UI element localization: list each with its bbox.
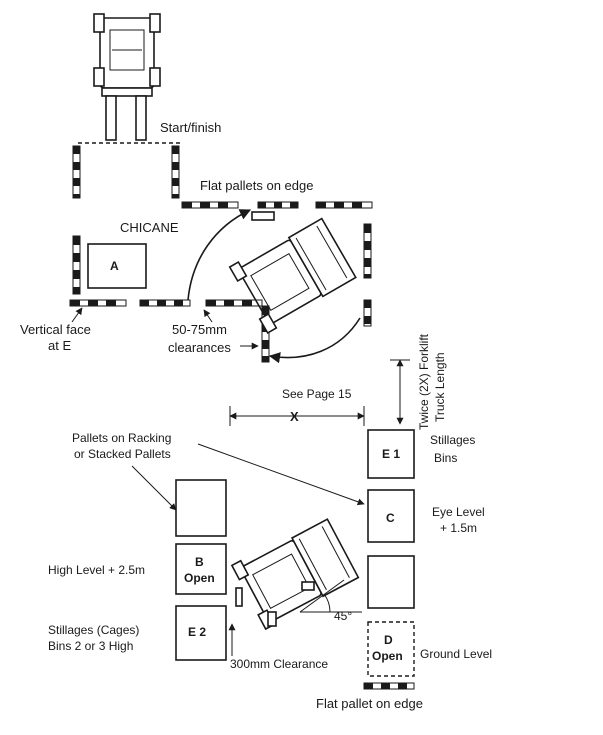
box-b-sub-label: Open [184, 571, 215, 585]
pallets-racking-label-1: Pallets on Racking [72, 431, 171, 445]
x-label: X [290, 409, 299, 424]
box-a-label: A [110, 259, 119, 273]
bottom-wheel-small [267, 611, 277, 627]
chicane-pallet [251, 211, 275, 221]
pallet-wall-right-chicane [363, 223, 372, 327]
box-empty-left [175, 479, 227, 537]
twice-length-label-1: Twice (2X) Forklift [417, 333, 431, 430]
box-c [367, 489, 415, 543]
clearance-label-1: 50-75mm [172, 322, 227, 337]
clearance-pointer-1 [203, 309, 213, 323]
eye-level-label-2: + 1.5m [440, 521, 477, 535]
start-finish-label: Start/finish [160, 120, 221, 135]
forklift-bottom-icon [230, 518, 360, 631]
box-d [367, 621, 415, 677]
angle-diagonal-line [299, 579, 345, 613]
twice-length-label-2: Truck Length [433, 352, 447, 422]
stillages-label-2: Bins [434, 451, 457, 465]
flat-pallets-top-label: Flat pallets on edge [200, 178, 313, 193]
angle-arc [323, 593, 331, 613]
box-e1-label: E 1 [382, 447, 400, 461]
box-c-label: C [386, 511, 395, 525]
bottom-wheel-small-2 [301, 581, 315, 591]
chicane-arc-left [187, 209, 252, 301]
ground-level-label: Ground Level [420, 647, 492, 661]
pallet-walls [69, 145, 415, 690]
stillages-cages-label-1: Stillages (Cages) [48, 623, 139, 637]
stillages-label-1: Stillages [430, 433, 475, 447]
box-a [87, 243, 147, 289]
angle-label: 45° [334, 609, 352, 623]
pallet-wall-right-top [171, 145, 180, 199]
pallet-wall-left-chicane [72, 235, 81, 295]
box-e1 [367, 429, 415, 479]
box-e2-label: E 2 [188, 625, 206, 639]
pallets-racking-pointer-right [197, 443, 365, 506]
eye-level-label-1: Eye Level [432, 505, 485, 519]
box-d-sub-label: Open [372, 649, 403, 663]
box-b-label: B [195, 555, 204, 569]
pallets-racking-label-2: or Stacked Pallets [74, 447, 171, 461]
pallet-wall-bottom-flat [363, 682, 415, 690]
stillages-cages-label-2: Bins 2 or 3 High [48, 639, 133, 653]
vertical-face-label-2: at E [48, 338, 71, 353]
box-b [175, 543, 227, 595]
vertical-face-pointer [71, 307, 83, 323]
clearance-label-2: clearances [168, 340, 231, 355]
flat-pallet-bottom-label: Flat pallet on edge [316, 696, 423, 711]
pallets-racking-pointer-left [131, 465, 177, 511]
box-empty-right [367, 555, 415, 609]
see-page-label: See Page 15 [282, 387, 352, 401]
high-level-label: High Level + 2.5m [48, 563, 145, 577]
forklift-start-icon [93, 13, 161, 141]
bottom-pallet-small [235, 587, 243, 607]
vertical-face-label-1: Vertical face [20, 322, 91, 337]
pallet-wall-bottom-chicane [69, 299, 263, 307]
forklift-chicane-icon [228, 217, 357, 335]
pallet-wall-top [181, 201, 373, 209]
box-d-label: D [384, 633, 393, 647]
clearance-300-label: 300mm Clearance [230, 657, 328, 671]
chicane-label: CHICANE [120, 220, 179, 235]
chicane-arc-right [268, 317, 361, 364]
box-e2 [175, 605, 227, 661]
pallet-wall-left-top [72, 145, 81, 199]
